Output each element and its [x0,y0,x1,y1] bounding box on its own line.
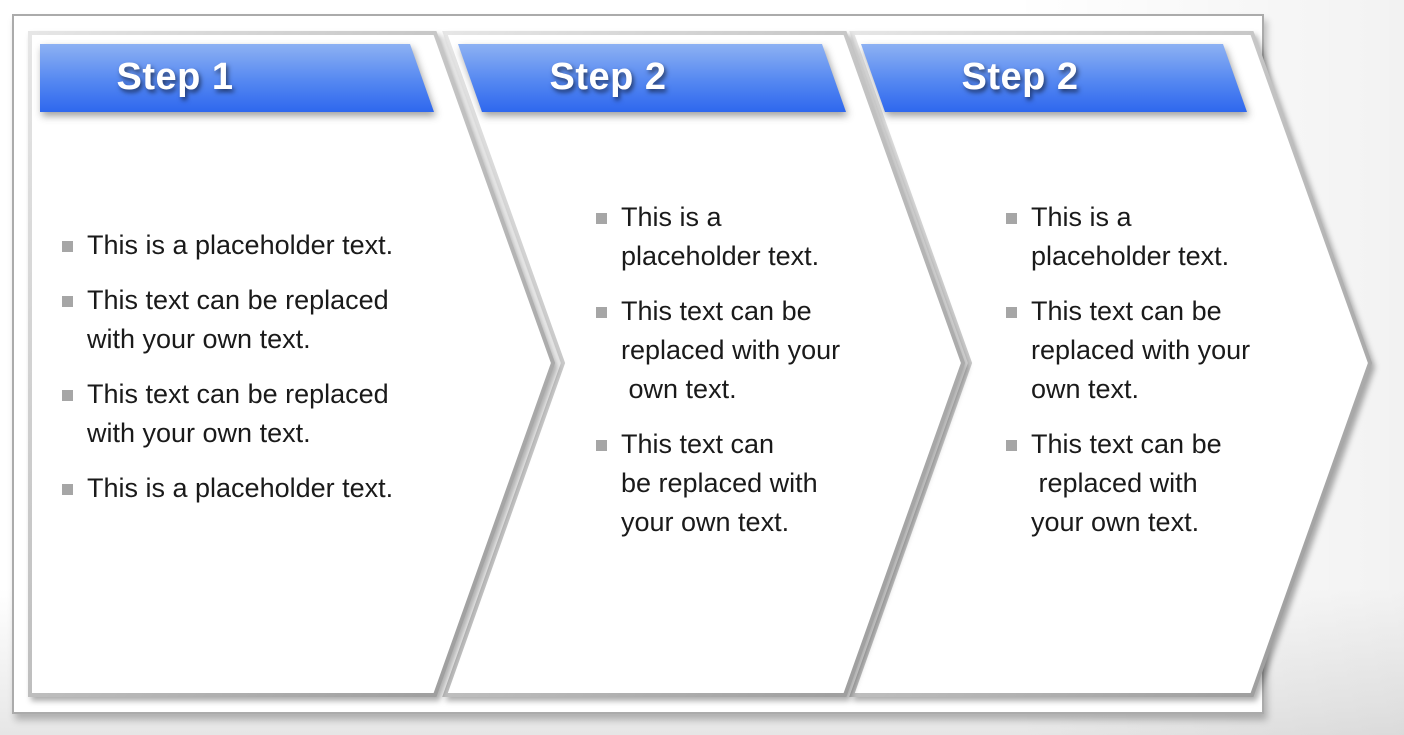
bullet-square-icon [62,390,73,401]
bullet-item: This is a placeholder text. [1006,198,1321,276]
chevron-shape-1[interactable] [28,31,556,697]
bullet-text: This is a placeholder text. [87,230,394,260]
step-header-band-1[interactable] [40,44,434,112]
bullet-text: This text can be replaced with your own … [1031,429,1222,537]
bullet-text: This is a placeholder text. [87,473,394,503]
bullet-item: This text can be replaced with your own … [62,375,482,453]
chevron-shape-3[interactable] [849,31,1373,697]
step-1-bullet-list[interactable]: This is a placeholder text. This text can… [62,226,482,524]
chevron-step-1[interactable] [28,31,556,697]
bullet-text: This text can be replaced with your own … [87,379,389,448]
bullet-text: This is a placeholder text. [621,202,820,271]
step-header-band-3[interactable] [861,44,1247,112]
bullet-item: This is a placeholder text. [62,469,482,508]
bullet-square-icon [62,484,73,495]
bullet-square-icon [596,213,607,224]
bullet-square-icon [596,440,607,451]
bullet-square-icon [62,241,73,252]
step-3-title[interactable]: Step 2 [961,56,1079,98]
bullet-square-icon [596,307,607,318]
step-2-title[interactable]: Step 2 [549,56,667,98]
bullet-item: This text can be replaced with your own … [596,425,906,542]
bullet-text: This text can be replaced with your own … [621,429,818,537]
bullet-item: This is a placeholder text. [62,226,482,265]
step-3-bullet-list[interactable]: This is a placeholder text. This text can… [1006,198,1321,558]
bullet-square-icon [62,296,73,307]
chevron-step-2[interactable] [442,31,966,697]
bullet-item: This text can be replaced with your own … [1006,292,1321,409]
step-header-band-2[interactable] [458,44,846,112]
bullet-text: This text can be replaced with your own … [1031,296,1251,404]
bullet-square-icon [1006,213,1017,224]
bullet-text: This text can be replaced with your own … [87,285,389,354]
bullet-text: This is a placeholder text. [1031,202,1230,271]
bullet-item: This is a placeholder text. [596,198,906,276]
step-2-bullet-list[interactable]: This is a placeholder text. This text can… [596,198,906,558]
chevron-step-3[interactable] [849,31,1373,697]
step-1-title[interactable]: Step 1 [116,56,234,98]
bullet-square-icon [1006,440,1017,451]
chevron-shape-2[interactable] [442,31,966,697]
bullet-item: This text can be replaced with your own … [596,292,906,409]
bullet-item: This text can be replaced with your own … [62,281,482,359]
bullet-square-icon [1006,307,1017,318]
bullet-item: This text can be replaced with your own … [1006,425,1321,542]
bullet-text: This text can be replaced with your own … [621,296,841,404]
